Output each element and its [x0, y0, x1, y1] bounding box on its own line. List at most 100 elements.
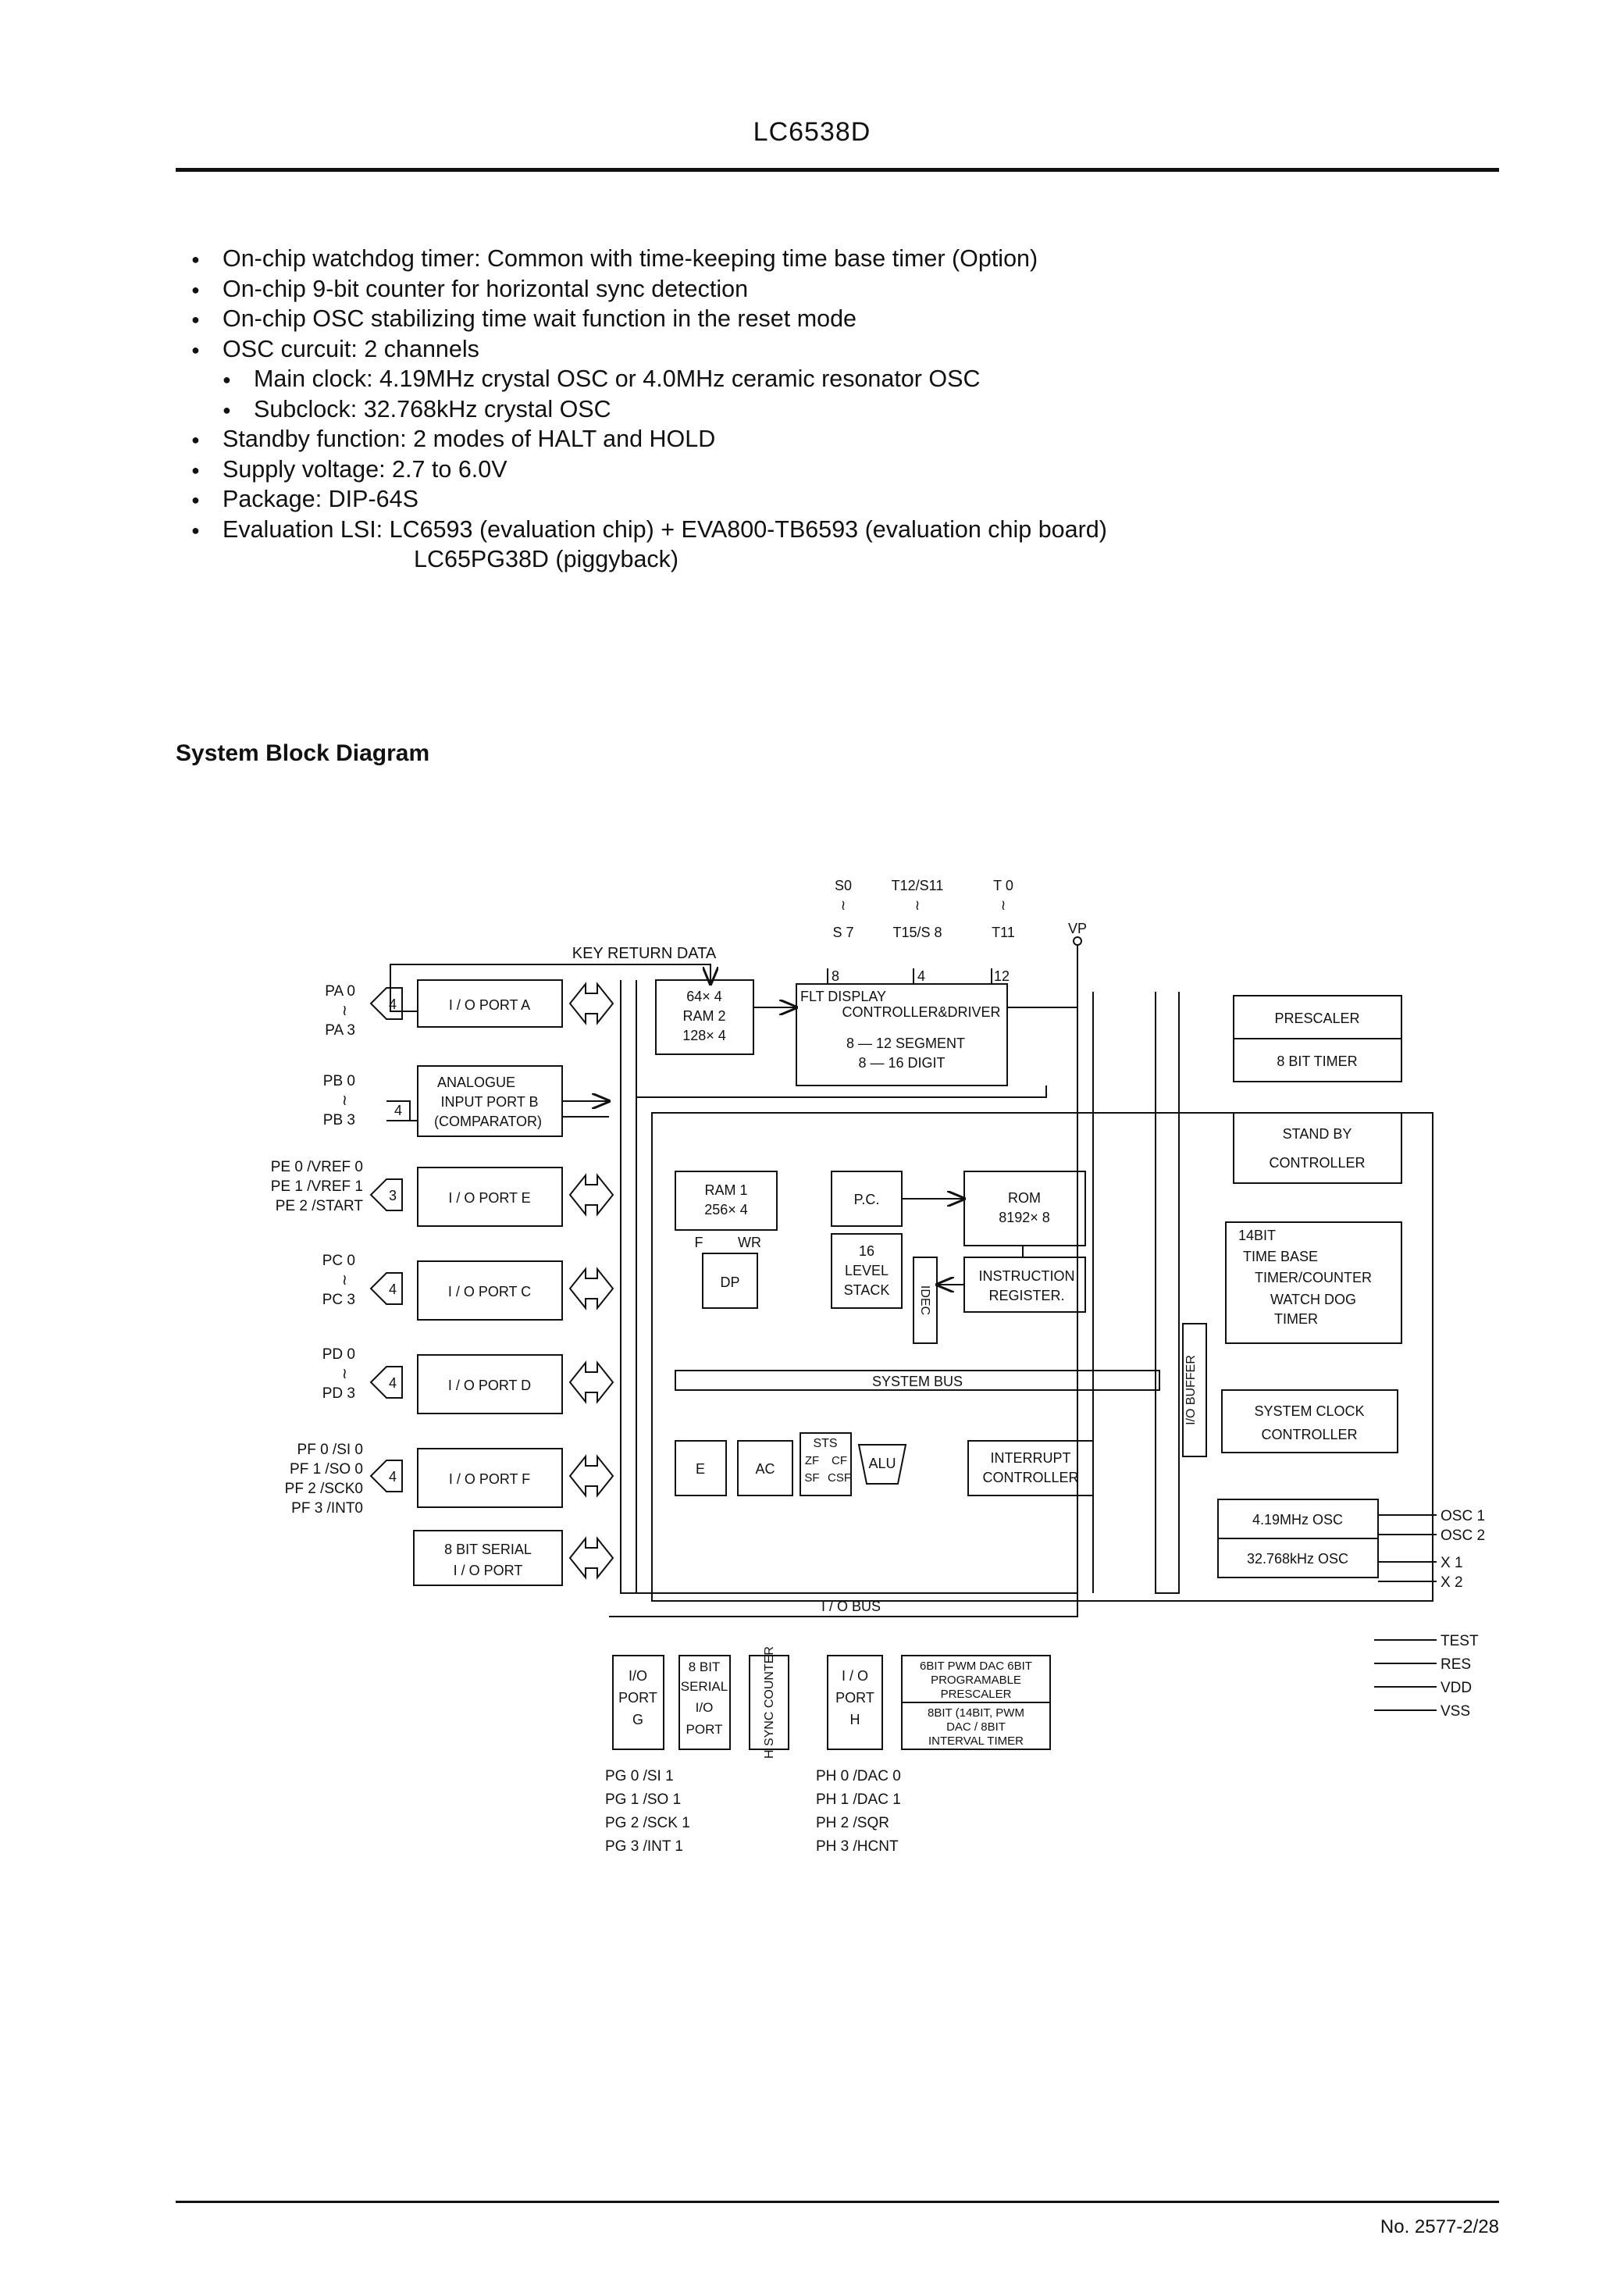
block-label: CF [832, 1454, 847, 1467]
block-label: AC [755, 1461, 775, 1477]
block-label: 8 BIT TIMER [1277, 1053, 1357, 1069]
pin-label: PF 3 /INT0 [291, 1500, 363, 1517]
footer-rule [176, 2201, 1499, 2203]
pin-label: X 2 [1441, 1574, 1463, 1591]
feature-item: OSC curcuit: 2 channels [191, 334, 1107, 364]
hsync-counter-box [749, 1655, 789, 1750]
block-label: 8 BIT SERIAL [444, 1542, 532, 1557]
block-label: RAM 2 [682, 1008, 725, 1024]
feature-item: On-chip OSC stabilizing time wait functi… [191, 304, 1107, 334]
block-label: I/O [629, 1668, 647, 1684]
block-label: DP [720, 1274, 739, 1290]
pin-label: PB 3 [323, 1112, 355, 1128]
block-label: I/O BUFFER [1184, 1355, 1198, 1425]
block-label: CSF [828, 1471, 851, 1485]
serial-port-box [413, 1530, 563, 1586]
flags-box [800, 1432, 852, 1496]
block-label: LEVEL [845, 1263, 889, 1278]
block-label: INPUT PORT B [440, 1094, 538, 1110]
dp-box [702, 1253, 758, 1309]
feature-continuation: LC65PG38D (piggyback) [414, 546, 679, 572]
block-label: I / O PORT D [448, 1378, 531, 1393]
block-label: 8192× 8 [999, 1210, 1050, 1225]
block-label: I / O PORT C [448, 1284, 531, 1299]
block-label: I/O [696, 1700, 714, 1715]
block-label: F [695, 1235, 703, 1250]
block-label: 32.768kHz OSC [1247, 1551, 1348, 1567]
rom-box [963, 1171, 1086, 1246]
block-label: H SYNC COUNTER [763, 1646, 776, 1759]
pin-label: ≀ [915, 897, 921, 913]
io-port-c-box [417, 1260, 563, 1321]
pin-label: PF 0 /SI 0 [297, 1442, 363, 1458]
block-label: DAC / 8BIT [946, 1720, 1006, 1734]
block-label: 8 BIT [689, 1659, 721, 1674]
block-label: 4.19MHz OSC [1252, 1512, 1343, 1528]
system-bus-bar [675, 1370, 1160, 1391]
feature-item: Evaluation LSI: LC6593 (evaluation chip)… [191, 515, 1107, 544]
block-label: 6BIT PWM DAC 6BIT [920, 1659, 1032, 1673]
block-label: ANALOGUE [437, 1075, 515, 1090]
block-label: REGISTER. [988, 1288, 1064, 1303]
block-label: INSTRUCTION [979, 1268, 1075, 1284]
block-label: E [696, 1461, 705, 1477]
pin-label: TEST [1441, 1633, 1479, 1649]
block-label: 8 — 16 DIGIT [858, 1055, 945, 1071]
block-label: I / O PORT A [449, 997, 530, 1013]
block-label: FLT DISPLAY [800, 989, 886, 1004]
bus-width-label: 4 [389, 1375, 397, 1391]
pin-label: S0 [835, 878, 852, 893]
io-port-g-box [612, 1655, 664, 1750]
feature-list: On-chip watchdog timer: Common with time… [191, 244, 1107, 575]
pin-label: ≀ [342, 1003, 347, 1019]
pin-label: PH 2 /SQR [816, 1815, 889, 1831]
pin-label: ≀ [841, 897, 846, 913]
pin-label: T12/S11 [892, 878, 944, 893]
feature-item: On-chip 9-bit counter for horizontal syn… [191, 274, 1107, 304]
pin-label: PG 3 /INT 1 [605, 1838, 683, 1855]
serial-bottom-box [678, 1655, 731, 1750]
io-port-d-box [417, 1354, 563, 1414]
ir-box [963, 1257, 1086, 1313]
pin-label: PG 2 /SCK 1 [605, 1815, 690, 1831]
header-rule [176, 168, 1499, 172]
block-label: PORT [618, 1690, 657, 1706]
pin-label: PC 3 [322, 1292, 355, 1308]
section-title: System Block Diagram [176, 740, 430, 766]
block-label: WR [738, 1235, 761, 1250]
ram2-box [655, 979, 754, 1055]
block-label: I / O [842, 1668, 868, 1684]
block-label: TIMER/COUNTER [1255, 1270, 1372, 1285]
page-number: No. 2577-2/28 [1380, 2216, 1499, 2237]
block-label: STAND BY [1283, 1126, 1352, 1142]
pin-label: PF 1 /SO 0 [290, 1461, 363, 1478]
feature-subitem: Subclock: 32.768kHz crystal OSC [191, 394, 1107, 424]
pin-label: PC 0 [322, 1253, 355, 1269]
io-buffer-box [1182, 1323, 1207, 1457]
block-label: CONTROLLER [982, 1470, 1078, 1485]
timebase-box [1225, 1221, 1402, 1344]
key-return-label: KEY RETURN DATA [572, 945, 717, 962]
block-label: 64× 4 [686, 989, 722, 1004]
pin-label: S 7 [832, 925, 853, 940]
bus-width-label: 12 [994, 968, 1010, 984]
pin-label: PB 0 [323, 1073, 355, 1089]
bus-width-label: 4 [389, 1282, 397, 1297]
pin-label: PE 1 /VREF 1 [271, 1178, 363, 1195]
idec-box [913, 1257, 938, 1344]
ac-register-box [737, 1440, 793, 1496]
pin-label: T11 [992, 925, 1015, 940]
block-label: 256× 4 [704, 1202, 748, 1217]
pin-label: PD 3 [322, 1385, 355, 1402]
block-label: 8 — 12 SEGMENT [846, 1036, 965, 1051]
block-label: 8BIT (14BIT, PWM [928, 1706, 1024, 1720]
block-label: PORT [835, 1690, 874, 1706]
block-label: TIME BASE [1243, 1249, 1318, 1264]
block-label: ALU [868, 1456, 896, 1471]
pin-label: ≀ [342, 1366, 347, 1382]
pin-label: PA 0 [325, 983, 355, 1000]
feature-item: Standby function: 2 modes of HALT and HO… [191, 424, 1107, 455]
ram1-box [675, 1171, 778, 1231]
pin-label: PF 2 /SCK0 [285, 1481, 363, 1497]
pin-label: PD 0 [322, 1346, 355, 1363]
